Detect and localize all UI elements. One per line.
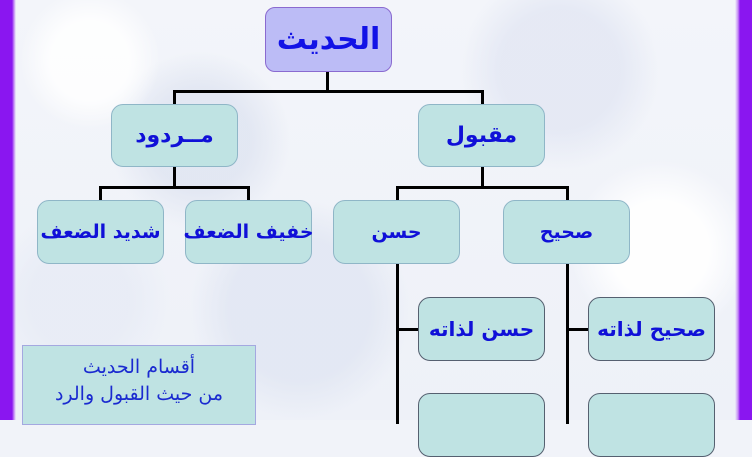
root-node-label: الحديث	[276, 22, 381, 57]
connector-to-mardud	[173, 90, 176, 105]
connector-mardud-down	[173, 167, 176, 188]
connector-sahih-lidhatihi	[566, 328, 589, 331]
connector-to-khafif	[247, 186, 250, 201]
node-khafif-label: خفيف الضعف	[183, 221, 314, 243]
connector-to-maqbul	[481, 90, 484, 105]
connector-level1-horizontal	[173, 90, 484, 93]
node-khafif-al-daf[interactable]: خفيف الضعف	[183, 200, 314, 264]
node-mardud[interactable]: مــردود	[111, 104, 238, 167]
node-sahih-second-child-partial[interactable]	[588, 393, 715, 457]
node-sahih-label: صحيح	[539, 221, 594, 243]
node-hasan-label: حسن	[371, 221, 422, 243]
connector-to-shadid	[99, 186, 102, 201]
connector-to-hasan	[396, 186, 399, 201]
node-shadid-al-daf[interactable]: شديد الضعف	[37, 200, 164, 264]
node-hasan-lidhatihi[interactable]: حسن لذاته	[418, 297, 545, 361]
caption-line-1: أقسام الحديث	[82, 356, 196, 378]
connector-maqbul-down	[481, 167, 484, 188]
caption-line-2: من حيث القبول والرد	[54, 383, 224, 405]
node-sahih-lidhatihi[interactable]: صحيح لذاته	[588, 297, 715, 361]
connector-sahih-trunk	[566, 264, 569, 424]
node-hasan-lidhatihi-label: حسن لذاته	[428, 317, 535, 341]
node-hasan-second-child-partial[interactable]	[418, 393, 545, 457]
node-sahih[interactable]: صحيح	[503, 200, 630, 264]
node-sahih-lidhatihi-label: صحيح لذاته	[597, 317, 706, 341]
root-node-hadith[interactable]: الحديث	[265, 7, 392, 72]
right-purple-frame	[735, 0, 752, 420]
connector-hasan-lidhatihi	[396, 328, 419, 331]
left-purple-frame	[0, 0, 16, 420]
node-hasan[interactable]: حسن	[333, 200, 460, 264]
connector-root-down	[326, 72, 329, 93]
node-maqbul-label: مقبول	[445, 123, 518, 148]
connector-maqbul-horizontal	[396, 186, 569, 189]
node-mardud-label: مــردود	[135, 123, 214, 148]
diagram-caption-box: أقسام الحديث من حيث القبول والرد	[22, 345, 256, 425]
node-shadid-label: شديد الضعف	[40, 221, 161, 243]
node-maqbul[interactable]: مقبول	[418, 104, 545, 167]
connector-mardud-horizontal	[99, 186, 250, 189]
connector-hasan-trunk	[396, 264, 399, 424]
connector-to-sahih	[566, 186, 569, 201]
